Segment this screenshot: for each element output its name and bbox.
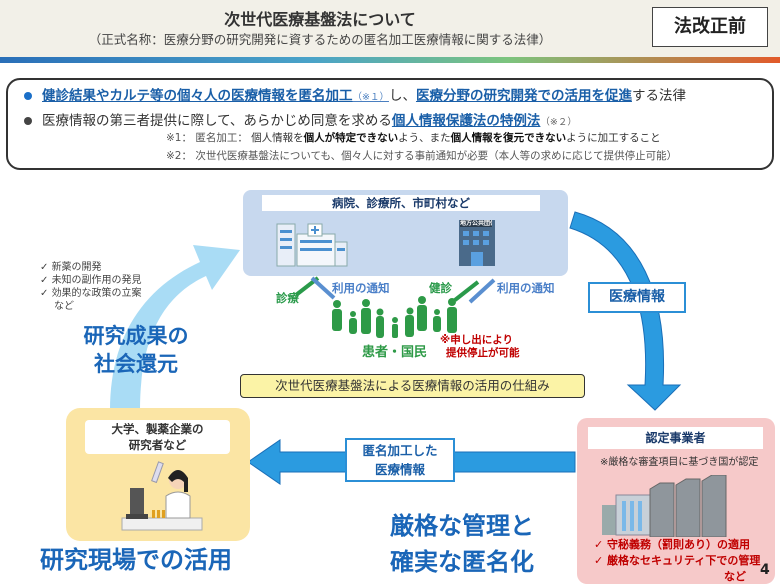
researcher-icon	[121, 461, 203, 531]
hospital-label: 病院、診療所、市町村など	[262, 195, 540, 211]
outcome-text: 効果的な政策の立案	[51, 288, 142, 299]
patients-label: 患者・国民	[362, 345, 428, 360]
bullet-1: 健診結果やカルテ等の個々人の医療情報を匿名加工（※１）し、医療分野の研究開発での…	[24, 84, 686, 104]
strict-line: 確実な匿名化	[390, 548, 534, 576]
medical-info-arrow	[569, 211, 682, 411]
opt-out-line: 提供停止が可能	[446, 347, 520, 359]
municipal-office-icon	[459, 220, 495, 266]
bullet-1-highlight: 健診結果やカルテ等の個々人の医療情報を匿名加工	[42, 88, 353, 104]
outcome-text: など	[54, 301, 74, 312]
notice-arrow-1	[310, 276, 336, 300]
note-1-c: よう、また	[398, 132, 451, 144]
page-subtitle: （正式名称：医療分野の研究開発に資するための匿名加工医療情報に関する法律）	[88, 32, 552, 47]
bullet-2: 医療情報の第三者提供に際して、あらかじめ同意を求める個人情報保護法の特例法（※２…	[24, 109, 577, 129]
anonymized-info-line: 匿名加工した	[362, 443, 438, 458]
note-2: ※2： 次世代医療基盤法についても、個々人に対する事前通知が必要（本人等の求めに…	[166, 150, 678, 162]
research-use-text: 研究現場での活用	[40, 546, 232, 574]
patients-icon	[332, 296, 457, 338]
hospital-icon	[276, 223, 348, 267]
outcome-item: ✓ 新薬の開発	[40, 262, 102, 273]
bullet-2-ref: （※２）	[540, 117, 577, 128]
outcomes-list: ✓ 新薬の開発 ✓ 未知の副作用の発見 ✓ 効果的な政策の立案 など	[40, 261, 142, 313]
status-badge: 法改正前	[652, 7, 768, 47]
note-1-e: ように加工すること	[566, 132, 661, 144]
bullet-1-ref: （※１）	[352, 92, 389, 103]
certified-operator-label: 認定事業者	[588, 427, 763, 449]
opt-out-line: ※申し出により	[440, 334, 513, 346]
strict-management-text: 厳格な管理と 確実な匿名化	[390, 508, 534, 580]
bullet-2-highlight: 個人情報保護法の特例法	[391, 113, 541, 129]
note-1-b: 個人が特定できない	[303, 132, 399, 144]
bullet-dot-icon	[24, 92, 32, 100]
medical-info-label: 医療情報	[588, 282, 686, 313]
header-stripe	[0, 57, 780, 63]
researchers-line: 大学、製薬企業の	[111, 422, 204, 436]
social-return-line: 研究成果の	[83, 324, 189, 348]
bullet-1-highlight-2: 医療分野の研究開発での活用を促進	[415, 88, 632, 104]
certified-duties: ✓ 守秘義務（罰則あり）の適用 ✓ 厳格なセキュリティ下での管理 など	[594, 537, 760, 585]
outcome-item: ✓ 効果的な政策の立案	[40, 288, 142, 299]
social-return-arrow	[110, 245, 240, 410]
page-number: 4	[760, 562, 770, 578]
bullet-1-text: し、	[388, 88, 416, 104]
bullet-dot-icon	[24, 117, 32, 125]
notice-arrow-2	[468, 278, 496, 304]
duty-item: ✓ 厳格なセキュリティ下での管理	[594, 554, 761, 567]
social-return-text: 研究成果の 社会還元	[66, 322, 206, 378]
outcome-item: ✓ 未知の副作用の発見	[40, 275, 142, 286]
mechanism-label: 次世代医療基盤法による医療情報の活用の仕組み	[240, 374, 585, 398]
notice-label-1: 利用の通知	[332, 281, 390, 295]
note-1: ※1： 匿名加工： 個人情報を個人が特定できないよう、また個人情報を復元できない…	[166, 130, 661, 145]
duty-item: など	[724, 570, 746, 583]
anonymized-info-line: 医療情報	[374, 462, 425, 477]
researchers-line: 研究者など	[128, 438, 187, 452]
certified-note: ※厳格な審査項目に基づき国が認定	[600, 457, 759, 468]
shinryo-label: 診療	[276, 291, 299, 305]
municipal-sign: 地方公共団体	[460, 220, 492, 227]
note-1-d: 個人情報を復元できない	[450, 132, 567, 144]
note-1-head: ※1： 匿名加工：	[166, 132, 252, 144]
outcome-text: 未知の副作用の発見	[51, 275, 142, 286]
note-1-a: 個人情報を	[251, 132, 304, 144]
strict-line: 厳格な管理と	[390, 512, 534, 540]
duty-item: ✓ 守秘義務（罰則あり）の適用	[594, 538, 751, 551]
data-center-icon	[602, 475, 727, 537]
kenshin-label: 健診	[429, 281, 452, 295]
header	[0, 0, 780, 58]
summary-box	[6, 78, 774, 170]
researchers-label: 大学、製薬企業の 研究者など	[85, 420, 230, 454]
kenshin-arrow	[453, 280, 480, 302]
social-return-line: 社会還元	[94, 352, 178, 376]
notice-label-2: 利用の通知	[497, 281, 555, 295]
page-title: 次世代医療基盤法について	[224, 10, 416, 29]
bullet-1-tail: する法律	[631, 88, 686, 104]
outcome-text: 新薬の開発	[51, 262, 102, 273]
opt-out-note: ※申し出により 提供停止が可能	[440, 334, 520, 360]
bullet-2-text: 医療情報の第三者提供に際して、あらかじめ同意を求める	[42, 113, 392, 129]
anonymized-info-label: 匿名加工した 医療情報	[345, 438, 455, 482]
